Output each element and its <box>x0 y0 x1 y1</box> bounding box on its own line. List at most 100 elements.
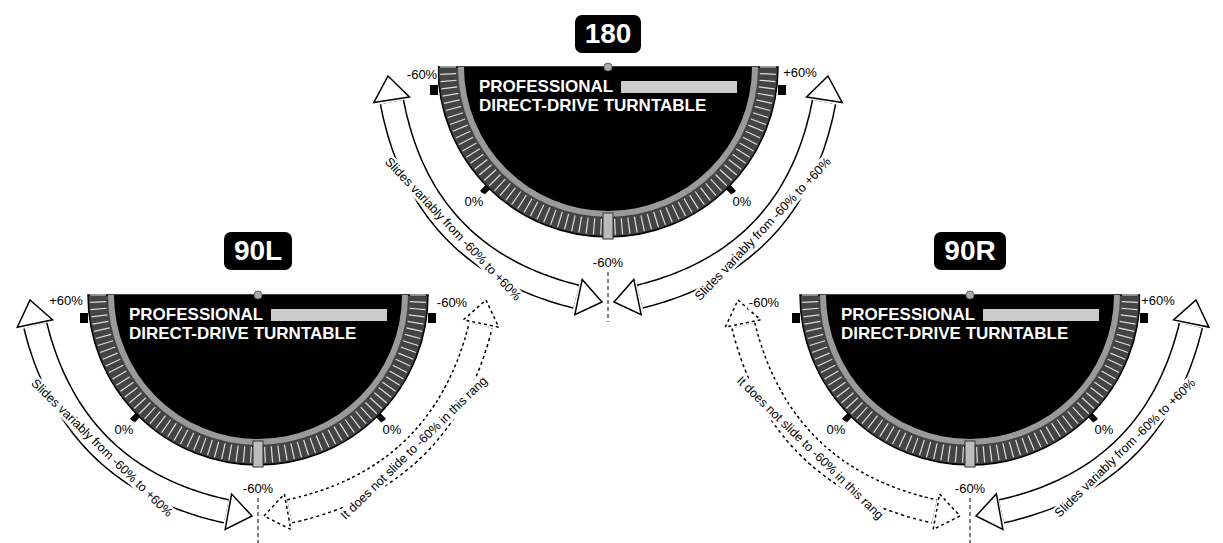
model-label: 90R <box>934 232 1005 270</box>
zero-marker <box>482 187 488 193</box>
tick <box>756 100 772 103</box>
tick <box>810 341 825 346</box>
platter <box>114 295 402 439</box>
ear <box>80 313 88 323</box>
tick <box>393 365 407 372</box>
tick <box>899 433 906 448</box>
tick <box>243 446 244 462</box>
brand-text: PROFESSIONAL <box>841 305 975 325</box>
tick <box>162 420 171 433</box>
ring-ticks <box>802 295 1138 463</box>
tick <box>962 447 964 463</box>
tick <box>934 443 937 459</box>
arrow-head <box>614 279 641 314</box>
tick <box>641 215 644 231</box>
zero-marker <box>378 415 384 421</box>
pitch-slider <box>253 441 263 467</box>
tick <box>828 377 841 386</box>
tick <box>841 393 853 403</box>
tick <box>729 160 742 170</box>
tick <box>145 407 156 419</box>
tick <box>1117 334 1132 338</box>
tick <box>91 315 107 317</box>
tick <box>518 195 527 208</box>
tick <box>851 402 862 413</box>
tick <box>1009 442 1013 457</box>
tick <box>405 334 420 338</box>
tick <box>1068 411 1078 423</box>
tick <box>1057 420 1066 433</box>
tick <box>150 411 160 423</box>
tick <box>812 347 827 352</box>
tick <box>444 100 460 103</box>
tick <box>100 347 115 352</box>
tick <box>815 353 830 359</box>
outer-ring <box>88 295 428 465</box>
tick <box>361 407 372 419</box>
tick <box>129 393 141 403</box>
tick <box>446 106 461 110</box>
tick <box>628 218 630 234</box>
outer-ring <box>438 67 778 237</box>
tick <box>250 447 252 463</box>
center-dash <box>970 498 971 543</box>
tick <box>484 170 496 181</box>
tick <box>1121 315 1137 317</box>
tick <box>156 416 166 429</box>
label-line: DIRECT-DRIVE TURNTABLE <box>841 324 1099 343</box>
tick <box>453 125 468 131</box>
tick <box>720 170 732 181</box>
tick <box>690 195 699 208</box>
tick <box>120 382 133 391</box>
tick <box>832 382 845 391</box>
tick <box>846 398 858 409</box>
arrow-head <box>933 494 960 529</box>
tick <box>91 308 107 309</box>
tick <box>565 214 569 229</box>
tick <box>948 446 950 462</box>
tick <box>98 341 113 346</box>
platter-ring <box>820 295 1120 445</box>
center-dash <box>258 498 259 543</box>
label-line: DIRECT-DRIVE TURNTABLE <box>479 96 737 115</box>
tick <box>207 440 212 455</box>
tick <box>1120 321 1136 324</box>
tick <box>310 438 315 453</box>
tick <box>448 113 463 118</box>
top-dot <box>604 63 612 71</box>
tick <box>365 402 376 413</box>
tick <box>409 308 425 309</box>
tick <box>862 411 872 423</box>
tick <box>386 377 399 386</box>
arrow-head <box>976 494 1003 529</box>
tick <box>489 174 500 185</box>
zero-marker <box>844 415 850 421</box>
tick <box>803 308 819 309</box>
tick <box>684 199 692 213</box>
tick <box>93 321 109 324</box>
tick <box>495 179 506 191</box>
tick <box>401 347 416 352</box>
tick <box>579 217 582 233</box>
tick <box>647 214 651 229</box>
arrow-head <box>374 76 410 102</box>
tick <box>291 443 294 459</box>
tick <box>557 212 562 227</box>
tick <box>880 423 889 436</box>
tick <box>874 420 883 433</box>
tick <box>229 445 232 461</box>
tick <box>1086 393 1098 403</box>
tick <box>802 301 818 303</box>
outer-ring <box>800 295 1140 465</box>
tick <box>806 328 822 331</box>
turntable-label: PROFESSIONALDIRECT-DRIVE TURNTABLE <box>841 305 1099 343</box>
turntable: PROFESSIONALDIRECT-DRIVE TURNTABLE <box>88 295 428 465</box>
zero-marker <box>728 187 734 193</box>
percent-label: -60% <box>954 481 986 496</box>
tick <box>919 440 924 455</box>
tick <box>441 87 457 89</box>
tick <box>398 353 413 359</box>
tick <box>837 388 850 398</box>
tick <box>125 388 138 398</box>
